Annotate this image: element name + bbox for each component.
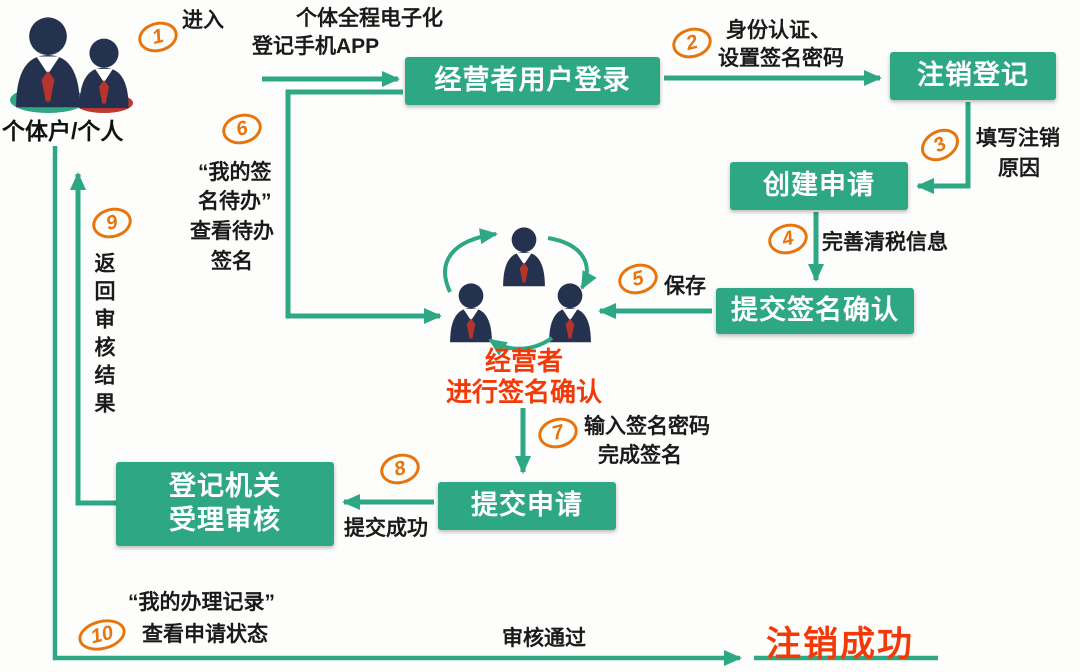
step-6-num: 6 — [233, 116, 250, 141]
label-password-line1: 输入签名密码 — [584, 415, 710, 438]
arrow-deregister-create — [916, 102, 971, 194]
applicant-label: 个体户/个人 — [2, 118, 124, 144]
arrow-records-success — [52, 146, 742, 666]
person-icon — [503, 227, 545, 287]
label-tax-info: 完善清税信息 — [822, 231, 948, 254]
step-8-num: 8 — [391, 456, 408, 481]
label-deregistration-success: 注销成功 — [766, 625, 915, 664]
label-save: 保存 — [664, 275, 706, 298]
node-create-application: 创建申请 — [730, 162, 908, 210]
label-records-line1: “我的办理记录” — [128, 591, 275, 614]
person-icon — [79, 38, 129, 109]
signers-label-line2: 进行签名确认 — [445, 376, 602, 407]
node-authority-review-label-2: 受理审核 — [169, 505, 281, 535]
label-todo-line4: 签名 — [211, 250, 253, 273]
label-todo-line1: “我的签 — [198, 161, 272, 184]
node-submit-signature-label: 提交签名确认 — [731, 295, 899, 326]
node-operator-login-label: 经营者用户登录 — [434, 65, 631, 96]
label-auth-line1: 身份认证、 — [726, 19, 831, 42]
label-todo-line2: 名待办” — [198, 190, 272, 213]
label-todo-line3: 查看待办 — [190, 220, 274, 243]
label-submit-success: 提交成功 — [344, 517, 428, 540]
arrow-authority-return — [70, 172, 116, 506]
label-records-line2: 查看申请状态 — [142, 623, 268, 646]
signers-cycle-icon — [443, 227, 597, 356]
label-approved: 审核通过 — [502, 627, 586, 650]
step-5-num: 5 — [629, 266, 646, 291]
step-1-num: 1 — [149, 24, 166, 49]
node-deregistration-label: 注销登记 — [917, 60, 1029, 91]
node-authority-review-label-1: 登记机关 — [169, 471, 281, 502]
step-10-num: 10 — [88, 621, 116, 648]
label-password-line2: 完成签名 — [598, 444, 682, 467]
cycle-arrow-left-top — [443, 228, 498, 293]
cycle-arrow-top-right — [547, 236, 597, 290]
node-submit-signature-confirm: 提交签名确认 — [716, 288, 914, 334]
label-auth-line2: 设置签名密码 — [718, 47, 844, 70]
step-9-num: 9 — [103, 210, 120, 235]
node-deregistration: 注销登记 — [890, 52, 1056, 100]
applicant-group-icon — [10, 17, 133, 113]
person-icon — [549, 283, 591, 343]
node-create-application-label: 创建申请 — [763, 170, 875, 201]
step-3-num: 3 — [929, 132, 950, 157]
step-2-num: 2 — [683, 30, 700, 55]
label-reason-line2: 原因 — [998, 157, 1040, 180]
node-submit-application-label: 提交申请 — [471, 490, 583, 521]
label-reason-line1: 填写注销 — [976, 127, 1060, 150]
label-return-result: 返回审核结果 — [92, 252, 115, 420]
cycle-arrow-bottom — [488, 336, 554, 356]
step-7-num: 7 — [549, 420, 566, 445]
node-operator-login: 经营者用户登录 — [405, 57, 660, 105]
person-icon — [16, 17, 80, 108]
step-4-num: 4 — [779, 226, 796, 251]
signers-label-line1: 经营者 — [484, 346, 563, 376]
person-icon — [450, 283, 492, 343]
label-enter: 进入 — [182, 9, 224, 32]
node-authority-review: 登记机关 受理审核 — [116, 462, 334, 546]
label-app-line1: 个体全程电子化 — [296, 7, 443, 30]
label-app-line2: 登记手机APP — [252, 35, 380, 58]
node-submit-application: 提交申请 — [438, 482, 616, 530]
arrow-login-to-signers — [285, 89, 442, 324]
signers-label: 经营者 进行签名确认 — [428, 346, 620, 407]
